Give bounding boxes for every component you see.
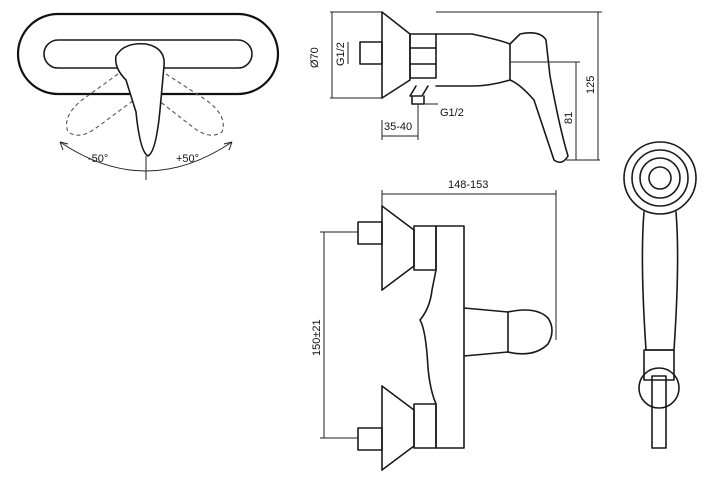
front-cone-bottom [381,385,415,471]
height-125-label: 125 [585,76,597,94]
side-nut [409,33,437,79]
arc-arrow-left [59,141,69,151]
side-body [435,33,511,87]
thread-top-label: G1/2 [335,42,347,66]
side-view: Ø70 G1/2 G1/2 35-40 81 125 [309,11,602,164]
shower-holder [643,349,675,381]
front-nut-bottom [413,403,437,449]
front-lever [463,307,553,357]
front-pipe-top [357,221,383,245]
wall-pipe-top [359,41,383,65]
shower-head-spray-ring [639,157,681,199]
front-body [419,225,465,449]
height-81-label: 81 [563,112,575,124]
angle-left-label: -50° [88,153,108,165]
hand-shower [623,141,697,449]
offset-label: 35-40 [384,121,412,133]
diameter-label: Ø70 [309,47,321,68]
width-label: 148-153 [448,179,488,191]
angle-right-label: +50° [176,153,199,165]
cone-side [381,11,411,99]
shower-head-outer [623,141,697,215]
shower-head-ring [631,149,689,207]
lever-right-swing [157,73,224,136]
shower-hose-connector [651,375,667,449]
side-outlet [409,85,429,105]
lever-left-swing [66,73,135,136]
front-pipe-bottom [357,427,383,451]
shower-wall-bracket [638,367,680,409]
top-view: -50° +50° [16,12,280,180]
shower-head-center [648,166,672,190]
top-view-inner-bar [43,39,253,69]
side-lever [509,32,569,164]
top-view-body [16,12,280,96]
front-cone-top [381,205,415,291]
lever-top-view [114,42,165,157]
front-view: 148-153 150±21 [311,179,557,471]
thread-bottom-label: G1/2 [440,107,464,119]
spacing-label: 150±21 [311,319,323,356]
shower-handle [641,211,679,351]
arc-arrow-right [223,141,233,151]
front-nut-top [413,225,437,271]
